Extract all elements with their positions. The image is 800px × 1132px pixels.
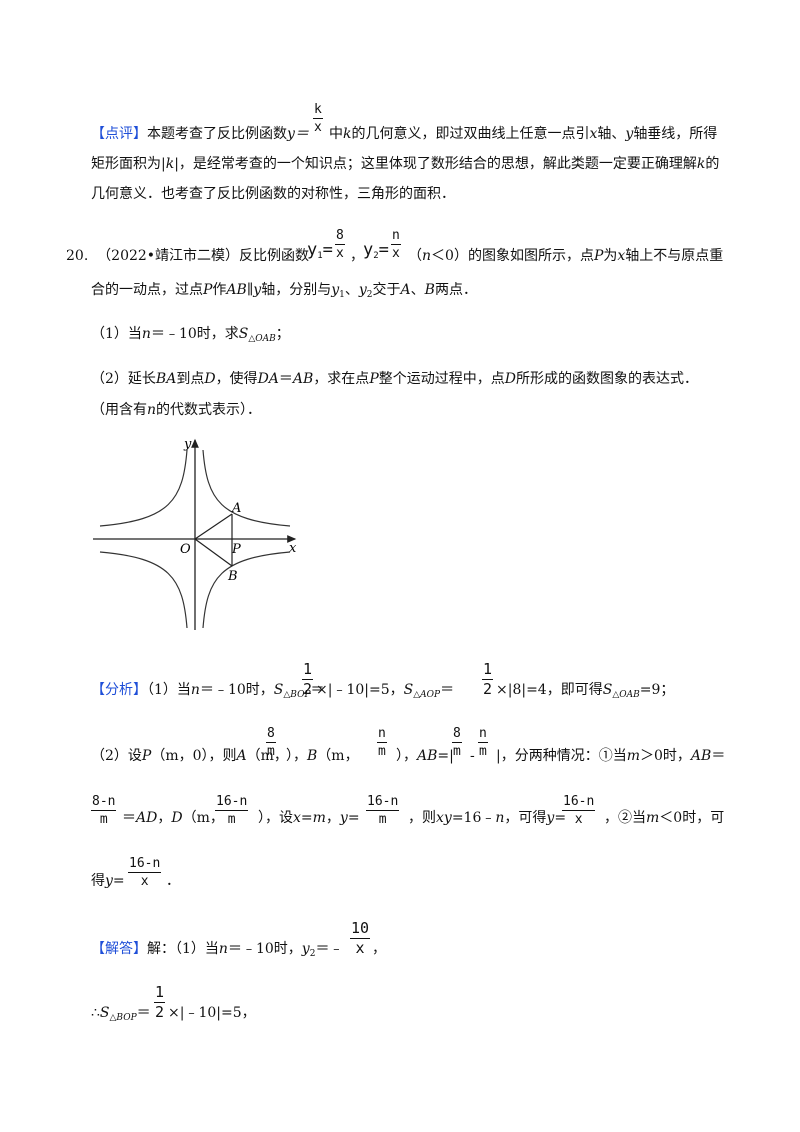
analysis-line-3a: ＝AD，D（m， xyxy=(122,810,224,826)
label-y: y xyxy=(183,437,192,452)
analysis-line-1c: ×|8|=4，即可得S△OAB=9； xyxy=(496,682,675,700)
problem-line-1b: （n＜0）的图象如图所示，点P为x轴上不与原点重 xyxy=(408,248,724,264)
analysis-line-4a: 得y= xyxy=(91,873,125,889)
comment-line-3: 几何意义．也考查了反比例函数的对称性，三角形的面积． xyxy=(91,186,455,202)
label-O: O xyxy=(180,542,191,557)
segment-OB xyxy=(194,538,233,567)
comment-line-1b: 中k的几何意义，即过双曲线上任意一点引x轴、y轴垂线，所得 xyxy=(329,126,718,142)
comment-line-1: 【点评】本题考查了反比例函数y＝ xyxy=(91,126,309,142)
label-B: B xyxy=(227,569,238,584)
hyperbola-figure: y x O A P B xyxy=(93,437,297,630)
analysis-line-1b: ×|﹣10|=5，S△AOP＝ xyxy=(316,682,455,700)
label-A: A xyxy=(231,501,241,516)
problem-line-1a: 20. （2022•靖江市二模）反比例函数 xyxy=(66,248,310,264)
comment-tag: 【点评】 xyxy=(91,126,147,142)
y2-label: y2= xyxy=(363,240,389,261)
label-x: x xyxy=(289,541,297,556)
curve-q4 xyxy=(202,551,291,629)
solution-line-1: 【解答】解：（1）当n＝﹣10时，y2＝﹣ xyxy=(91,941,344,959)
problem-line-2: 合的一动点，过点P作AB∥y轴，分别与y1、y2交于A、B两点． xyxy=(91,282,477,300)
question-1: （1）当n＝﹣10时，求S△OAB； xyxy=(91,326,290,344)
solution-line-2a: ∴S△BOP＝ xyxy=(91,1005,151,1023)
curve-q3 xyxy=(99,551,188,629)
analysis-line-2a: （2）设P（m，0），则A（m， xyxy=(91,748,288,764)
segment-OA xyxy=(194,513,233,540)
question-2: （2）延长BA到点D，使得DA＝AB，求在点P整个运动过程中，点D所形成的函数图… xyxy=(91,371,698,387)
analysis-line-1a: 【分析】（1）当n＝﹣10时，S△BOP＝ xyxy=(91,682,325,700)
analysis-tag: 【分析】 xyxy=(91,682,147,698)
curve-q2 xyxy=(99,449,188,527)
label-P: P xyxy=(231,542,241,557)
problem-number: 20. xyxy=(66,248,89,264)
question-2-note: （用含有n的代数式表示）． xyxy=(91,402,262,418)
curve-q1 xyxy=(202,449,291,527)
y1-label: y1= xyxy=(307,240,333,261)
comment-line-2: 矩形面积为|k|，是经常考查的一个知识点；这里体现了数形结合的思想，解此类题一定… xyxy=(91,156,720,172)
solution-tag: 【解答】 xyxy=(91,941,147,957)
